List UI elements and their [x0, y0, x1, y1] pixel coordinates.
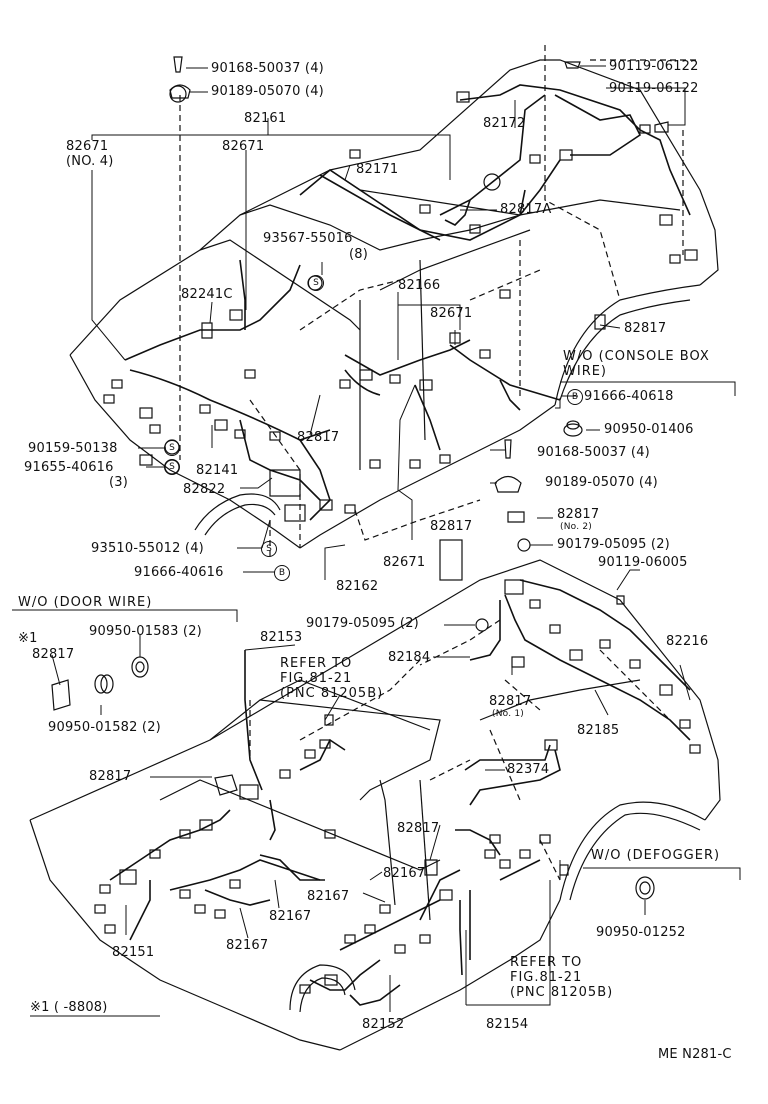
loose-parts [51, 84, 655, 900]
label-82167-b: 82167 [307, 889, 350, 904]
label-90119-06122-b: 90119-06122 [609, 81, 699, 96]
label-82822: 82822 [183, 482, 226, 497]
label-82162: 82162 [336, 579, 379, 594]
upper-harness [124, 84, 691, 521]
grommet-90950-01406 [563, 423, 583, 437]
section-header-door-wire: W/O (DOOR WIRE) [18, 595, 153, 610]
label-90189-05070-top: 90189-05070 (4) [211, 84, 324, 99]
symbol-s-93510: S [261, 541, 277, 557]
label-82817A: 82817A [500, 202, 552, 217]
label-91655-40616-qty: (3) [109, 475, 129, 490]
lower-car-body [29, 559, 721, 1051]
label-82167-a: 82167 [383, 866, 426, 881]
label-90950-01583: 90950-01583 (2) [89, 624, 202, 639]
label-82374: 82374 [507, 762, 550, 777]
lower-harness [109, 579, 691, 1006]
symbol-s-90159: S [164, 440, 180, 456]
label-93567-55016-qty: (8) [349, 247, 369, 262]
symbol-s-93567: S [308, 275, 324, 291]
label-90950-01406: 90950-01406 [604, 422, 694, 437]
label-82151: 82151 [112, 945, 155, 960]
section-rules [12, 381, 741, 1017]
label-90179-05095-l: 90179-05095 (2) [306, 616, 419, 631]
label-90168-50037-r: 90168-50037 (4) [537, 445, 650, 460]
grommet-90950-01582 [94, 674, 108, 694]
section-header-console-box: W/O (CONSOLE BOX WIRE) [563, 349, 710, 379]
pad-82817-door [51, 679, 71, 711]
leader-lines [51, 65, 691, 1012]
label-82817-no2: 82817 [557, 507, 600, 522]
bolt-90168-50037 [504, 439, 512, 459]
label-82817-no2-sub: (No. 2) [560, 522, 592, 532]
label-91655-40616: 91655-40616 [24, 460, 114, 475]
grommet-90950-01583 [131, 656, 149, 678]
label-82671-mid: 82671 [430, 306, 473, 321]
label-93510-55012: 93510-55012 (4) [91, 541, 204, 556]
symbol-s-91655: S [164, 459, 180, 475]
section-header-defogger: W/O (DEFOGGER) [591, 848, 721, 863]
label-93567-55016: 93567-55016 [263, 231, 353, 246]
label-90179-05095-r: 90179-05095 (2) [557, 537, 670, 552]
label-82167-c: 82167 [269, 909, 312, 924]
label-82817-front: 82817 [89, 769, 132, 784]
label-91666-40616: 91666-40616 [134, 565, 224, 580]
label-82153: 82153 [260, 630, 303, 645]
label-82671-low: 82671 [383, 555, 426, 570]
label-82166: 82166 [398, 278, 441, 293]
label-90168-50037-top: 90168-50037 (4) [211, 61, 324, 76]
label-82167-d: 82167 [226, 938, 269, 953]
label-90950-01252: 90950-01252 [596, 925, 686, 940]
label-82154: 82154 [486, 1017, 529, 1032]
label-82152: 82152 [362, 1017, 405, 1032]
note-mark: ※1 [18, 631, 38, 646]
label-90119-06005: 90119-06005 [598, 555, 688, 570]
pad-82817-center [439, 539, 463, 581]
label-82172: 82172 [483, 116, 526, 131]
label-82817-center: 82817 [297, 430, 340, 445]
label-82184: 82184 [388, 650, 431, 665]
symbol-b-91666-40616: B [274, 565, 290, 581]
label-82671-top: 82671 [222, 139, 265, 154]
lower-connectors [94, 511, 701, 994]
grommet-90950-01252 [635, 876, 655, 900]
label-90119-06122-a: 90119-06122 [609, 59, 699, 74]
label-82817-door: 82817 [32, 647, 75, 662]
label-82141: 82141 [196, 463, 239, 478]
label-82817-lower: 82817 [397, 821, 440, 836]
label-90159-50138: 90159-50138 [28, 441, 118, 456]
label-90189-05070-r: 90189-05070 (4) [545, 475, 658, 490]
symbol-b-91666-40618: B [567, 389, 583, 405]
footer-note: ※1 ( -8808) [30, 1000, 108, 1015]
label-82817-no1: 82817 [489, 694, 532, 709]
refer-note-lower: REFER TO FIG.81-21 (PNC 81205B) [510, 955, 614, 1000]
label-82216: 82216 [666, 634, 709, 649]
label-82161: 82161 [244, 111, 287, 126]
label-82671-no4-sub: (NO. 4) [66, 154, 114, 169]
label-82817-rear: 82817 [624, 321, 667, 336]
label-91666-40618: 91666-40618 [584, 389, 674, 404]
label-82817-pad: 82817 [430, 519, 473, 534]
label-82817-no1-sub: (No. 1) [492, 709, 524, 719]
clip-90189-05070 [494, 475, 522, 493]
label-82185: 82185 [577, 723, 620, 738]
label-90950-01582: 90950-01582 (2) [48, 720, 161, 735]
refer-note-upper: REFER TO FIG.81-21 (PNC 81205B) [280, 656, 384, 701]
label-82671-no4: 82671 [66, 139, 109, 154]
diagram-code: ME N281-C [658, 1047, 732, 1062]
label-82241C: 82241C [181, 287, 233, 302]
label-82171: 82171 [356, 162, 399, 177]
